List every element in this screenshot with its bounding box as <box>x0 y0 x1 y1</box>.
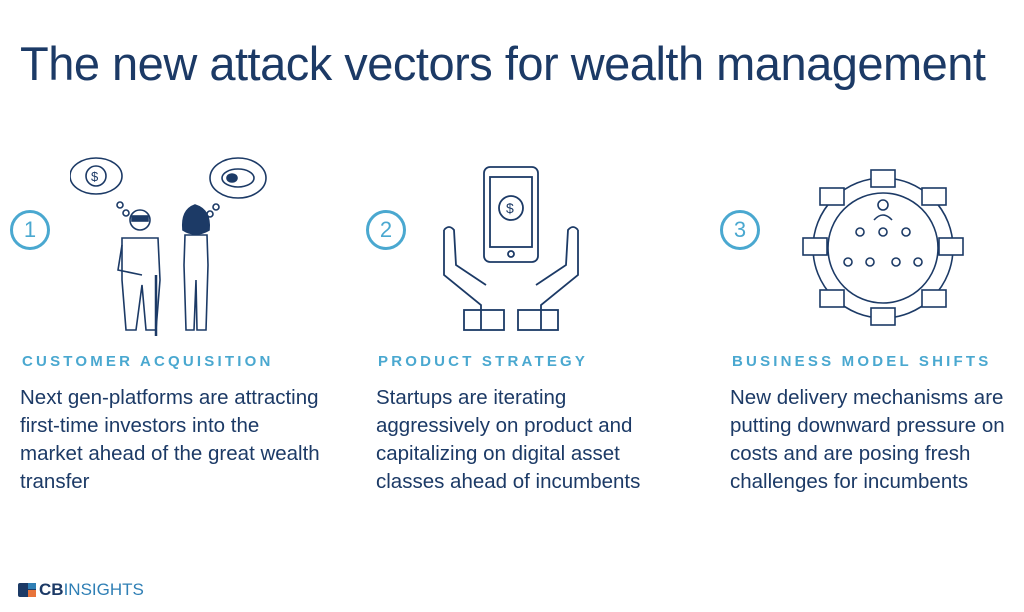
logo-cb: CB <box>39 580 64 599</box>
step-number: 2 <box>366 210 406 250</box>
section-description: Next gen-platforms are attracting first-… <box>20 386 320 493</box>
svg-text:$: $ <box>506 200 514 216</box>
page-title: The new attack vectors for wealth manage… <box>20 37 986 90</box>
logo-insights: INSIGHTS <box>63 580 144 599</box>
section-description: Startups are iterating aggressively on p… <box>376 386 641 493</box>
hands-holding-phone-icon: $ <box>443 166 579 331</box>
elderly-man-and-young-woman-icon: $ <box>70 157 267 336</box>
step-number: 1 <box>10 210 50 250</box>
svg-text:$: $ <box>91 169 99 184</box>
section-heading: PRODUCT STRATEGY <box>378 353 589 370</box>
step-number: 3 <box>720 210 760 250</box>
section-heading: CUSTOMER ACQUISITION <box>22 353 274 370</box>
cb-insights-logo-icon <box>18 583 36 597</box>
section-description: New delivery mechanisms are putting down… <box>730 386 1005 493</box>
network-of-computers-icon <box>802 169 964 326</box>
section-heading: BUSINESS MODEL SHIFTS <box>732 353 992 370</box>
